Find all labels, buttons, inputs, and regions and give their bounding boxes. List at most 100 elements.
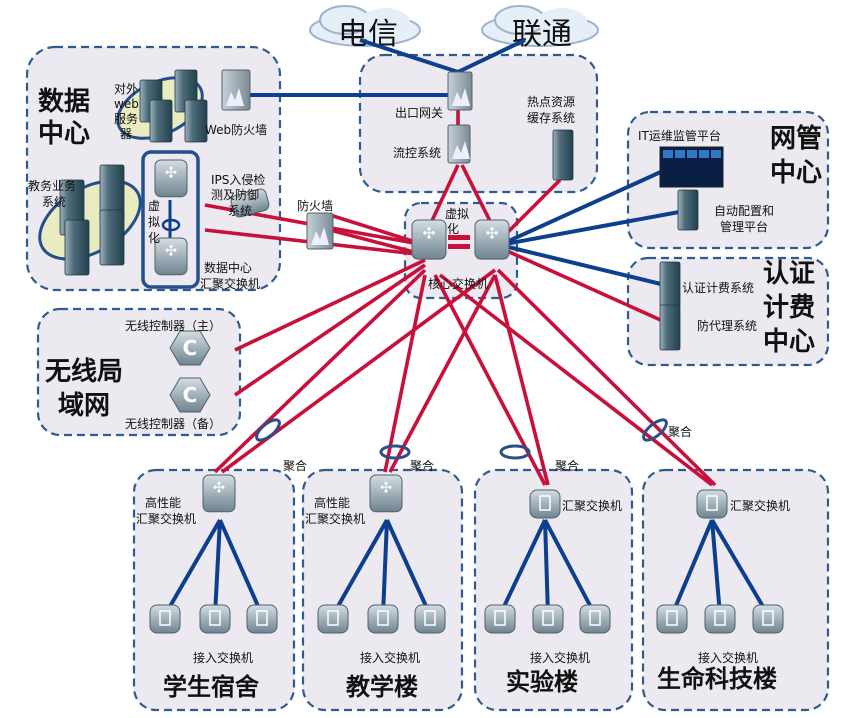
blue-link: [710, 518, 770, 617]
firewall-label: 防火墙: [297, 198, 333, 213]
aggregation-label-teaching: 聚合: [410, 458, 434, 473]
building-name-life: 生命科技楼: [657, 665, 777, 693]
web-server-icon: [184, 99, 208, 143]
it-platform-label: IT运维监管平台: [638, 128, 721, 143]
access-switch-icon: [656, 604, 688, 634]
red-link: [234, 258, 426, 352]
access-switch-icon: [317, 604, 349, 634]
billing-label: 认证计费系统: [682, 281, 754, 295]
blue-link: [381, 519, 389, 616]
svg-text:✣: ✣: [213, 481, 225, 497]
firewall-icon: [306, 212, 334, 250]
red-link: [383, 274, 427, 473]
wireless-controller-main-icon: C: [169, 330, 211, 366]
auto-config-label: 自动配置和管理平台: [714, 204, 774, 234]
blue-link: [385, 519, 432, 616]
svg-text:✣: ✣: [165, 244, 177, 260]
blue-link: [218, 519, 264, 616]
blue-link: [499, 243, 666, 287]
cloud-telecom: 电信: [309, 5, 421, 52]
svg-text:C: C: [183, 336, 198, 360]
gateway-label: 出口网关: [395, 106, 443, 120]
web-firewall-icon: [221, 69, 251, 111]
wlan-title: 无线局域网: [45, 357, 123, 421]
dc-agg-switch-icon: ✣: [154, 237, 188, 276]
red-link: [504, 248, 666, 324]
flow-control-label: 流控系统: [393, 146, 441, 160]
wireless-controller-backup-icon: C: [169, 377, 211, 413]
svg-text:✣: ✣: [423, 225, 436, 243]
cloud-unicom-label: 联通: [512, 17, 572, 52]
access-switch-icon: [704, 604, 736, 634]
cache-label: 热点资源缓存系统: [527, 95, 575, 125]
core-virtualization-label: 虚拟化: [445, 207, 469, 236]
blue-link: [670, 519, 714, 616]
aggregation-label-dorm: 聚合: [283, 458, 307, 473]
lab-agg-label: 汇聚交换机: [562, 498, 622, 513]
blue-link: [213, 519, 222, 616]
life-agg-label: 汇聚交换机: [730, 498, 790, 513]
billing-server-icon: [659, 261, 681, 308]
web-server-icon: [149, 99, 173, 143]
aggregation-label-life: 聚合: [668, 424, 692, 439]
blue-link: [499, 168, 666, 247]
lab-access-label: 接入交换机: [530, 650, 590, 665]
access-switch-icon: [484, 604, 516, 634]
access-switch-icon: [579, 604, 611, 634]
building-name-dorm: 学生宿舍: [163, 673, 260, 701]
svg-text:C: C: [183, 383, 198, 407]
access-switch-icon: [532, 604, 564, 634]
controller-main-label: 无线控制器（主）: [125, 319, 221, 333]
access-switch-icon: [149, 604, 181, 634]
data-center-title: 数据中心: [38, 87, 90, 149]
blue-link: [163, 518, 222, 617]
academic-system-label: 教务业务系统: [28, 178, 76, 209]
dorm-access-label: 接入交换机: [193, 650, 253, 665]
red-link: [388, 274, 497, 473]
panel-building-lab: [473, 468, 634, 712]
red-link: [460, 164, 494, 226]
teaching-agg-switch-icon: ✣: [369, 474, 403, 513]
blue-link: [457, 38, 526, 74]
flow-control-icon: [447, 124, 471, 164]
access-switch-icon: [246, 604, 278, 634]
red-link: [428, 164, 460, 226]
blue-link: [331, 519, 389, 616]
red-link: [220, 268, 497, 474]
ips-icon: [230, 188, 270, 218]
svg-text:✣: ✣: [165, 166, 177, 182]
svg-text:✣: ✣: [486, 225, 499, 243]
core-switch-label: 核心交换机: [428, 276, 488, 291]
core-stack-link: [448, 244, 470, 249]
teaching-agg-label: 高性能汇聚交换机: [305, 495, 365, 526]
red-link: [498, 178, 562, 242]
cache-server-icon: [552, 129, 574, 181]
link-aggregation-ring-icon: [255, 418, 281, 442]
life-agg-switch-icon: [696, 489, 728, 519]
core-switch-icon: ✣: [474, 219, 510, 260]
it-platform-screen-icon: [659, 146, 724, 188]
access-switch-icon: [199, 604, 231, 634]
dc-virtualization-label: 虚拟化: [148, 199, 160, 245]
panel-building-life: [641, 468, 830, 712]
dorm-agg-switch-icon: ✣: [202, 474, 236, 513]
link-aggregation-ring-icon: [642, 418, 668, 442]
academic-server-icon: [99, 209, 125, 266]
virtualization-frame: [141, 150, 200, 289]
aggregation-label-lab: 聚合: [555, 458, 579, 473]
blue-link: [498, 519, 547, 616]
controller-backup-label: 无线控制器（备）: [125, 417, 221, 431]
anti-proxy-server-icon: [659, 304, 681, 351]
red-link: [493, 274, 550, 486]
red-link: [233, 263, 427, 397]
access-switch-icon: [414, 604, 446, 634]
cloud-unicom: 联通: [481, 5, 599, 52]
auto-config-server-icon: [677, 189, 699, 231]
dc-agg-switch-icon: ✣: [154, 159, 188, 198]
access-switch-icon: [367, 604, 399, 634]
red-link: [496, 268, 717, 487]
teaching-access-label: 接入交换机: [360, 650, 420, 665]
link-aggregation-ring-icon: [499, 444, 531, 460]
